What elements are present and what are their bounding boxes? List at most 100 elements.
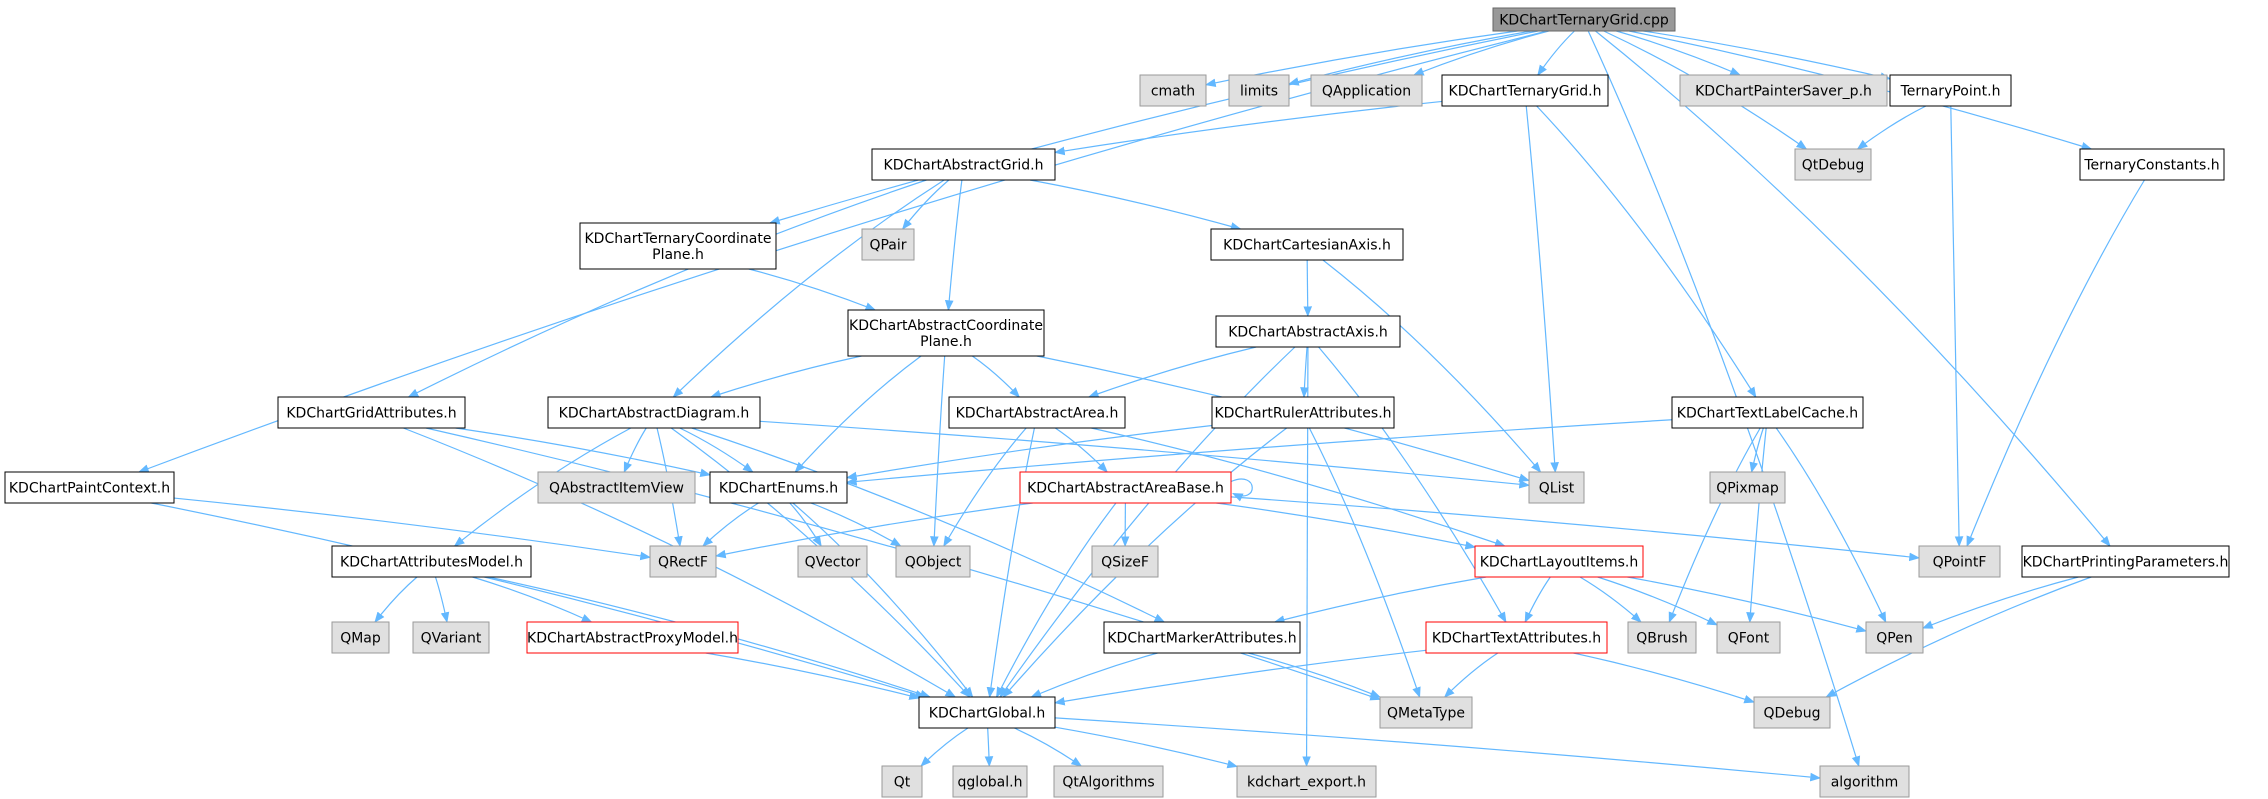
- node-qobject[interactable]: QObject: [895, 545, 971, 578]
- dependency-edge: [996, 502, 1117, 698]
- node-qglobal[interactable]: qglobal.h: [952, 765, 1028, 798]
- node-box: [1139, 74, 1207, 107]
- dependency-edge: [1318, 346, 1507, 623]
- node-cmath[interactable]: cmath: [1139, 74, 1207, 107]
- dependency-edge: [455, 427, 712, 477]
- node-algorithm[interactable]: algorithm: [1819, 765, 1910, 798]
- node-qvariant[interactable]: QVariant: [412, 621, 490, 654]
- node-cartesianaxis[interactable]: KDChartCartesianAxis.h: [1210, 228, 1404, 261]
- node-qapplication[interactable]: QApplication: [1310, 74, 1423, 107]
- node-box: [526, 621, 739, 654]
- dependency-edge: [1230, 496, 1921, 562]
- dependency-edge: [374, 576, 418, 623]
- node-qrectf[interactable]: QRectF: [649, 545, 717, 578]
- node-box: [1889, 74, 2012, 107]
- dependency-edge: [1248, 652, 1382, 698]
- node-limits[interactable]: limits: [1228, 74, 1290, 107]
- node-qpair[interactable]: QPair: [861, 228, 915, 261]
- node-box: [1679, 74, 1888, 107]
- dependency-edge: [1746, 427, 1767, 624]
- node-label: qglobal.h: [958, 775, 1023, 791]
- node-paintcontext[interactable]: KDChartPaintContext.h: [4, 471, 175, 504]
- node-textlabelcache[interactable]: KDChartTextLabelCache.h: [1671, 396, 1864, 429]
- node-box: [1211, 396, 1395, 429]
- node-box: [1053, 765, 1164, 798]
- node-ternaryconstants[interactable]: TernaryConstants.h: [2079, 148, 2225, 181]
- node-qbrush[interactable]: QBrush: [1627, 621, 1697, 654]
- node-qpen[interactable]: QPen: [1865, 621, 1924, 654]
- dependency-edge: [792, 502, 974, 698]
- dependency-edge: [1030, 652, 1158, 698]
- node-gridattributes[interactable]: KDChartGridAttributes.h: [277, 396, 466, 429]
- node-label: KDChartRulerAttributes.h: [1214, 406, 1391, 422]
- node-qpixmap[interactable]: QPixmap: [1709, 471, 1786, 504]
- node-kdchart_export[interactable]: kdchart_export.h: [1236, 765, 1377, 798]
- node-qlist[interactable]: QList: [1528, 471, 1585, 504]
- node-printingparams[interactable]: KDChartPrintingParameters.h: [2021, 545, 2230, 578]
- node-box: [847, 309, 1045, 357]
- node-box: [948, 396, 1126, 429]
- node-abstractaxis[interactable]: KDChartAbstractAxis.h: [1215, 315, 1401, 348]
- node-qvector[interactable]: QVector: [797, 545, 868, 578]
- node-box: [277, 396, 466, 429]
- dependency-edge: [1322, 259, 1542, 473]
- node-qdebug_upper[interactable]: QtDebug: [1794, 148, 1872, 181]
- node-label: QList: [1539, 481, 1575, 497]
- node-layoutitems[interactable]: KDChartLayoutItems.h: [1474, 545, 1644, 578]
- node-label: KDChartMarkerAttributes.h: [1107, 631, 1296, 647]
- node-markerattributes[interactable]: KDChartMarkerAttributes.h: [1103, 621, 1301, 654]
- node-label: QPen: [1876, 631, 1912, 647]
- node-global[interactable]: KDChartGlobal.h: [918, 696, 1056, 729]
- node-abstractarea[interactable]: KDChartAbstractArea.h: [948, 396, 1126, 429]
- node-label: KDChartAbstractProxyModel.h: [527, 631, 738, 647]
- node-box: [331, 545, 532, 578]
- node-root[interactable]: KDChartTernaryGrid.cpp: [1492, 7, 1676, 32]
- node-rulerattributes[interactable]: KDChartRulerAttributes.h: [1211, 396, 1395, 429]
- node-qabstractitemview[interactable]: QAbstractItemView: [537, 471, 696, 504]
- dependency-edge: [845, 419, 1673, 486]
- node-label: KDChartAbstractGrid.h: [884, 158, 1044, 174]
- node-box: [709, 471, 848, 504]
- node-qt[interactable]: Qt: [881, 765, 923, 798]
- node-ternarygrid_h[interactable]: KDChartTernaryGrid.h: [1441, 74, 1609, 107]
- node-qfont[interactable]: QFont: [1716, 621, 1781, 654]
- dependency-edge: [1749, 427, 1764, 474]
- node-qtalgorithms[interactable]: QtAlgorithms: [1053, 765, 1164, 798]
- node-abstractgrid[interactable]: KDChartAbstractGrid.h: [871, 148, 1056, 181]
- node-paintersaver[interactable]: KDChartPainterSaver_p.h: [1679, 74, 1888, 107]
- node-qmap[interactable]: QMap: [331, 621, 390, 654]
- node-abstractproxymodel[interactable]: KDChartAbstractProxyModel.h: [526, 621, 739, 654]
- node-ternarypoint[interactable]: TernaryPoint.h: [1889, 74, 2012, 107]
- dependency-edge: [1300, 346, 1309, 399]
- node-box: [331, 621, 390, 654]
- node-label: QFont: [1728, 631, 1770, 647]
- dependency-edge: [999, 346, 1296, 698]
- node-attributesmodel[interactable]: KDChartAttributesModel.h: [331, 545, 532, 578]
- dependency-edge: [944, 179, 963, 312]
- node-enums[interactable]: KDChartEnums.h: [709, 471, 848, 504]
- node-textattributes[interactable]: KDChartTextAttributes.h: [1425, 621, 1608, 654]
- dependency-edge: [1053, 100, 1443, 156]
- node-box: [1441, 74, 1609, 107]
- dependency-edge: [1587, 30, 1861, 768]
- dependency-edge: [1668, 427, 1761, 624]
- dependency-edge: [1966, 179, 2145, 548]
- node-qmetatype[interactable]: QMetaType: [1379, 696, 1473, 729]
- node-label: KDChartAbstractArea.h: [956, 406, 1119, 422]
- dependency-edge: [1921, 576, 2079, 629]
- node-qpointf[interactable]: QPointF: [1918, 545, 2001, 578]
- dependency-edge: [794, 355, 922, 473]
- node-abstractareabase[interactable]: KDChartAbstractAreaBase.h: [1019, 471, 1232, 504]
- dependency-edge: [930, 355, 946, 548]
- node-label: KDChartTernaryGrid.cpp: [1499, 13, 1669, 29]
- dependency-edge: [1627, 576, 1868, 633]
- node-box: [1091, 545, 1159, 578]
- node-qdebug_lower[interactable]: QDebug: [1753, 696, 1831, 729]
- node-abstractdiagram[interactable]: KDChartAbstractDiagram.h: [547, 396, 761, 429]
- node-qsizef[interactable]: QSizeF: [1091, 545, 1159, 578]
- node-label: KDChartCartesianAxis.h: [1223, 238, 1391, 254]
- node-label: KDChartPainterSaver_p.h: [1695, 84, 1872, 100]
- node-label: QPixmap: [1716, 481, 1779, 497]
